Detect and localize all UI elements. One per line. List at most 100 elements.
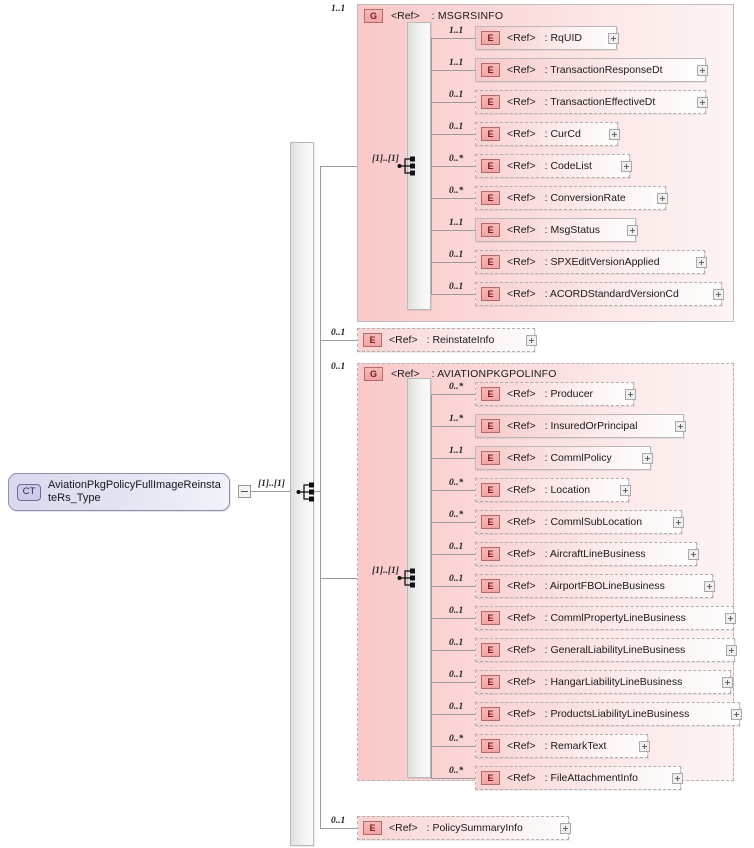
- element-ref-label: <Ref>: [507, 388, 536, 400]
- element-expand-toggle[interactable]: [696, 257, 707, 268]
- item-branch-line: [431, 554, 475, 555]
- element-node[interactable]: E<Ref>: CommlPropertyLineBusiness: [475, 606, 734, 630]
- element-node[interactable]: E<Ref>: FileAttachmentInfo: [475, 766, 681, 790]
- element-expand-toggle[interactable]: [672, 773, 683, 784]
- element-cardinality: 0..1: [449, 542, 464, 552]
- element-name: : RemarkText: [544, 740, 607, 752]
- item-branch-line: [431, 714, 475, 715]
- element-badge: E: [481, 287, 500, 301]
- element-expand-toggle[interactable]: [560, 823, 571, 834]
- element-cardinality: 0..*: [449, 734, 464, 744]
- element-name: : CommlPropertyLineBusiness: [544, 612, 686, 624]
- item-branch-line: [431, 586, 475, 587]
- element-node[interactable]: E<Ref>: ACORDStandardVersionCd: [475, 282, 722, 306]
- element-badge: E: [481, 483, 500, 497]
- element-badge: E: [481, 127, 500, 141]
- group-ref-label: <Ref>: [391, 10, 420, 22]
- item-branch-line: [431, 394, 475, 395]
- element-badge: E: [481, 771, 500, 785]
- element-expand-toggle[interactable]: [697, 97, 708, 108]
- element-node[interactable]: E<Ref>: PolicySummaryInfo: [357, 816, 569, 840]
- element-expand-toggle[interactable]: [627, 225, 638, 236]
- element-expand-toggle[interactable]: [657, 193, 668, 204]
- item-branch-line: [431, 778, 475, 779]
- element-node[interactable]: E<Ref>: RemarkText: [475, 734, 648, 758]
- element-badge: E: [481, 515, 500, 529]
- element-expand-toggle[interactable]: [688, 549, 699, 560]
- element-node[interactable]: E<Ref>: SPXEditVersionApplied: [475, 250, 705, 274]
- element-expand-toggle[interactable]: [526, 335, 537, 346]
- element-node[interactable]: E<Ref>: CommlPolicy: [475, 446, 651, 470]
- element-node[interactable]: E<Ref>: HangarLiabilityLineBusiness: [475, 670, 731, 694]
- element-node[interactable]: E<Ref>: CodeList: [475, 154, 630, 178]
- element-node[interactable]: E<Ref>: MsgStatus: [475, 218, 636, 242]
- element-name: : CommlSubLocation: [544, 516, 643, 528]
- element-badge: E: [481, 707, 500, 721]
- element-node[interactable]: E<Ref>: TransactionEffectiveDt: [475, 90, 706, 114]
- item-branch-line: [431, 262, 475, 263]
- element-badge: E: [481, 255, 500, 269]
- element-expand-toggle[interactable]: [725, 613, 736, 624]
- element-expand-toggle[interactable]: [621, 161, 632, 172]
- root-sequence-icon: [296, 481, 318, 503]
- element-ref-label: <Ref>: [507, 452, 536, 464]
- element-ref-label: <Ref>: [507, 740, 536, 752]
- element-node[interactable]: E<Ref>: Producer: [475, 382, 634, 406]
- element-expand-toggle[interactable]: [697, 65, 708, 76]
- element-expand-toggle[interactable]: [609, 129, 620, 140]
- element-cardinality: 0..*: [449, 510, 464, 520]
- element-expand-toggle[interactable]: [639, 741, 650, 752]
- element-expand-toggle[interactable]: [625, 389, 636, 400]
- element-ref-label: <Ref>: [507, 256, 536, 268]
- element-ref-label: <Ref>: [507, 708, 536, 720]
- element-cardinality: 1..1: [449, 218, 464, 228]
- element-expand-toggle[interactable]: [608, 33, 619, 44]
- element-expand-toggle[interactable]: [713, 289, 724, 300]
- group-name: : AVIATIONPKGPOLINFO: [431, 368, 557, 380]
- element-node[interactable]: E<Ref>: Location: [475, 478, 629, 502]
- element-ref-label: <Ref>: [507, 516, 536, 528]
- element-ref-label: <Ref>: [507, 32, 536, 44]
- element-node[interactable]: E<Ref>: CurCd: [475, 122, 618, 146]
- element-expand-toggle[interactable]: [722, 677, 733, 688]
- element-expand-toggle[interactable]: [731, 709, 742, 720]
- element-expand-toggle[interactable]: [673, 517, 684, 528]
- group-cardinality: 1..1: [331, 4, 346, 14]
- element-ref-label: <Ref>: [507, 548, 536, 560]
- element-node[interactable]: E <Ref> : CommlSubLocation: [475, 510, 682, 534]
- element-node[interactable]: E<Ref>: ProductsLiabilityLineBusiness: [475, 702, 740, 726]
- element-node[interactable]: E<Ref>: ReinstateInfo: [357, 328, 535, 352]
- element-ref-label: <Ref>: [389, 334, 418, 346]
- element-name: : ACORDStandardVersionCd: [544, 288, 679, 300]
- group-cardinality: 0..1: [331, 362, 346, 372]
- group-header[interactable]: G<Ref>: MSGRSINFO: [364, 6, 503, 26]
- element-ref-label: <Ref>: [507, 64, 536, 76]
- element-expand-toggle[interactable]: [704, 581, 715, 592]
- element-node[interactable]: E<Ref>: AircraftLineBusiness: [475, 542, 697, 566]
- root-collapse-toggle[interactable]: [238, 485, 251, 498]
- element-expand-toggle[interactable]: [726, 645, 737, 656]
- root-complextype-label: AviationPkgPolicyFullImageReinstateRs_Ty…: [48, 479, 221, 504]
- element-ref-label: <Ref>: [507, 128, 536, 140]
- item-branch-line: [431, 490, 475, 491]
- element-node[interactable]: E<Ref>: GeneralLiabilityLineBusiness: [475, 638, 735, 662]
- element-badge: E: [481, 95, 500, 109]
- element-node[interactable]: E<Ref>: InsuredOrPrincipal: [475, 414, 684, 438]
- root-cardinality: [1]..[1]: [258, 479, 285, 489]
- branch-line: [320, 340, 357, 341]
- element-node[interactable]: E<Ref>: TransactionResponseDt: [475, 58, 706, 82]
- element-expand-toggle[interactable]: [675, 421, 686, 432]
- element-ref-label: <Ref>: [507, 484, 536, 496]
- element-expand-toggle[interactable]: [620, 485, 631, 496]
- element-node[interactable]: E<Ref>: AirportFBOLineBusiness: [475, 574, 713, 598]
- element-cardinality: 0..*: [449, 478, 464, 488]
- group-badge: G: [364, 367, 383, 381]
- element-cardinality: 0..1: [449, 702, 464, 712]
- group-header[interactable]: G<Ref>: AVIATIONPKGPOLINFO: [364, 364, 557, 384]
- element-expand-toggle[interactable]: [642, 453, 653, 464]
- root-trunk-line: [320, 166, 321, 828]
- element-node[interactable]: E<Ref>: RqUID: [475, 26, 617, 50]
- element-node[interactable]: E<Ref>: ConversionRate: [475, 186, 666, 210]
- element-cardinality: 0..1: [449, 90, 464, 100]
